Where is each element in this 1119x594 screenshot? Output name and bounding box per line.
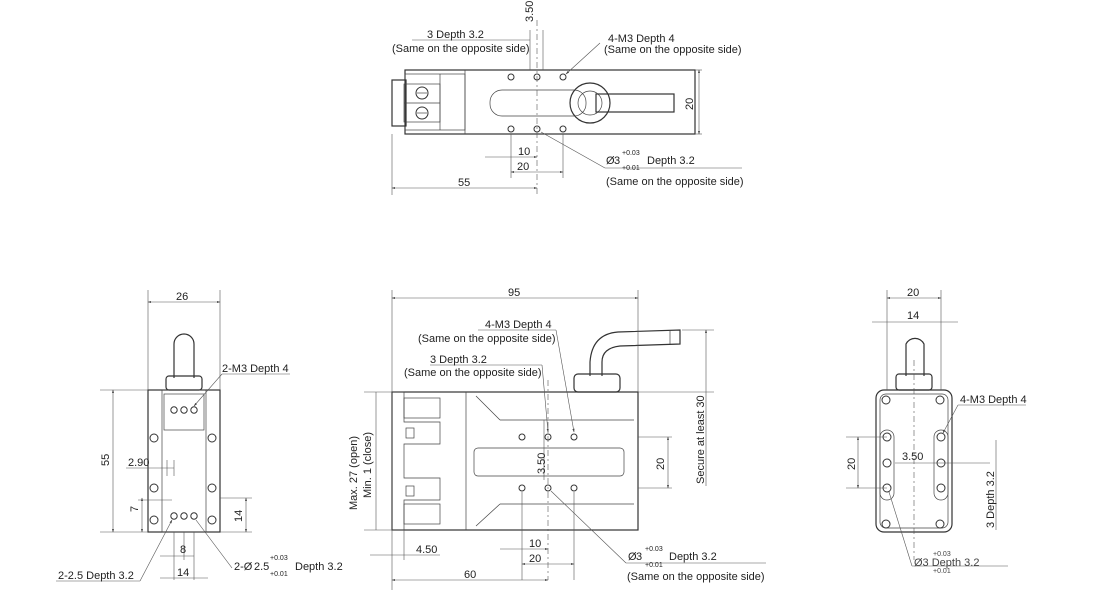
- left-view: 26 2-M3 Depth 4 55 2.90 7 14 8 14: [56, 290, 343, 582]
- top-dia-value: 3: [614, 155, 620, 167]
- left-tol-lower: +0.01: [270, 571, 288, 578]
- front-cable: [589, 329, 681, 376]
- top-tol-upper: +0.03: [622, 150, 640, 157]
- left-tol-upper: +0.03: [270, 555, 288, 562]
- right-dim-3-depth: 3 Depth 3.2: [985, 471, 997, 528]
- top-tol-lower: +0.01: [622, 165, 640, 172]
- right-tol-lower: +0.01: [933, 568, 951, 575]
- front-dim-20-bottom: 20: [529, 553, 541, 565]
- front-hole: [518, 433, 526, 441]
- top-hole: [559, 73, 567, 81]
- front-label-m3: 4-M3 Depth 4: [485, 319, 552, 331]
- top-depth: Depth 3.2: [647, 155, 695, 167]
- right-stick: [905, 337, 925, 376]
- right-hole: [936, 432, 946, 442]
- front-dia-symbol: Ø: [628, 551, 637, 563]
- left-label-2m3: 2-M3 Depth 4: [222, 363, 289, 375]
- left-hole: [190, 512, 198, 520]
- front-dim-95: 95: [508, 287, 520, 299]
- top-dim-20-right: 20: [684, 98, 696, 110]
- top-same-side-3: (Same on the opposite side): [606, 176, 744, 188]
- front-tol-upper: +0.03: [645, 546, 663, 553]
- top-body-outline: [404, 69, 696, 135]
- left-hole: [190, 406, 198, 414]
- front-cable-gland: [573, 373, 621, 393]
- left-hole: [170, 512, 178, 520]
- right-dim-14: 14: [907, 310, 919, 322]
- front-same-side-2: (Same on the opposite side): [404, 367, 542, 379]
- top-same-side-1: (Same on the opposite side): [392, 43, 530, 55]
- top-dim-20-bottom: 20: [517, 161, 529, 173]
- left-hole: [180, 406, 188, 414]
- top-slot: [489, 89, 587, 117]
- left-label-25: 2-2.5 Depth 3.2: [58, 570, 134, 582]
- top-dim-10: 10: [518, 146, 530, 158]
- front-dim-10: 10: [529, 538, 541, 550]
- front-tol-lower: +0.01: [645, 562, 663, 569]
- front-depth: Depth 3.2: [669, 551, 717, 563]
- right-label-m3: 4-M3 Depth 4: [960, 394, 1027, 406]
- front-hole: [570, 484, 578, 492]
- top-hole: [507, 125, 515, 133]
- front-dim-60: 60: [464, 569, 476, 581]
- front-min-close: Min. 1 (close): [362, 432, 374, 498]
- top-label-m3: 4-M3 Depth 4: [608, 33, 675, 45]
- left-dim-14-bottom: 14: [177, 567, 189, 579]
- left-stick: [173, 333, 195, 378]
- left-dim-26: 26: [176, 291, 188, 303]
- left-hole: [180, 512, 188, 520]
- right-bottom-label: Ø3 Depth 3.2: [914, 557, 979, 569]
- front-max-open: Max. 27 (open): [348, 436, 360, 510]
- left-dim-290: 2.90: [128, 457, 149, 469]
- front-dim-450: 4.50: [416, 544, 437, 556]
- top-view: 3.50 3 Depth 3.2 (Same on the opposite s…: [391, 1, 744, 195]
- left-dim-7: 7: [129, 506, 141, 512]
- front-dim-20: 20: [655, 458, 667, 470]
- top-dim-55: 55: [458, 177, 470, 189]
- front-hole: [518, 484, 526, 492]
- left-label-dia-value: 2.5: [254, 561, 269, 573]
- left-dim-8: 8: [180, 544, 186, 556]
- top-dia-symbol: Ø: [606, 155, 615, 167]
- front-same-side-3: (Same on the opposite side): [627, 571, 765, 583]
- front-view: 95 4-M3 Depth 4 (Same on the opposite si…: [348, 287, 766, 590]
- front-hole: [570, 433, 578, 441]
- right-tol-upper: +0.03: [933, 551, 951, 558]
- top-cable-gland: [569, 82, 611, 124]
- right-dim-20-top: 20: [907, 287, 919, 299]
- top-label-3-depth: 3 Depth 3.2: [427, 29, 484, 41]
- right-hole: [936, 483, 946, 493]
- front-dia-value: 3: [636, 551, 642, 563]
- front-body-outline: [391, 391, 639, 531]
- left-depth: Depth 3.2: [295, 561, 343, 573]
- right-view: 20 14 4-M3 Depth 4 20 3.50 3 Depth 3.2 Ø…: [846, 287, 1027, 575]
- right-hole: [882, 458, 892, 468]
- front-slot: [473, 447, 625, 477]
- top-cable: [595, 93, 675, 113]
- right-dim-350: 3.50: [902, 451, 923, 463]
- left-dim-55: 55: [100, 454, 112, 466]
- top-hole: [559, 125, 567, 133]
- front-label-3: 3 Depth 3.2: [430, 354, 487, 366]
- front-dim-350: 3.50: [536, 453, 548, 474]
- front-same-side-1: (Same on the opposite side): [418, 333, 556, 345]
- left-hole: [170, 406, 178, 414]
- left-dim-14-right: 14: [233, 510, 245, 522]
- top-hole: [507, 73, 515, 81]
- front-secure: Secure at least 30: [695, 395, 707, 484]
- front-clamp-jaw: [391, 391, 441, 531]
- left-label-dia-prefix: 2-Ø: [234, 561, 253, 573]
- right-dim-20-left: 20: [846, 458, 858, 470]
- top-dim-350: 3.50: [524, 1, 536, 22]
- top-same-side-2: (Same on the opposite side): [604, 44, 742, 56]
